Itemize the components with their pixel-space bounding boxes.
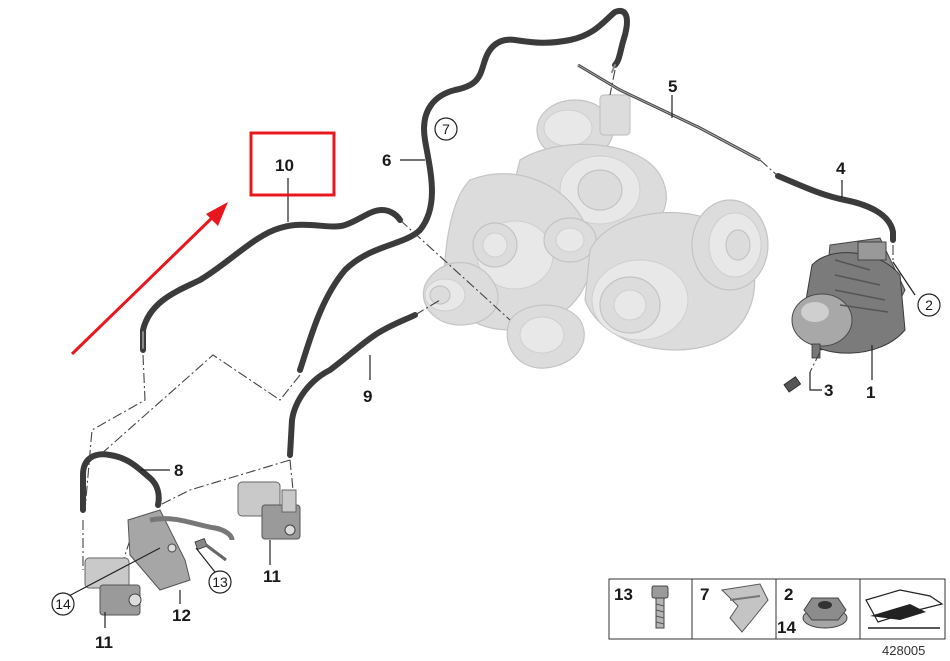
- callout-2: 2: [925, 297, 933, 313]
- callout-11-left: 11: [95, 633, 113, 652]
- callout-2-circle: 2: [917, 293, 941, 317]
- hose-8: [80, 451, 162, 513]
- bolt-icon: [651, 585, 669, 629]
- callout-12: 12: [172, 606, 191, 625]
- callout-7-circle: 7: [434, 117, 458, 141]
- legend-label-14: 14: [777, 618, 796, 637]
- bolt-13: [194, 538, 227, 562]
- callout-4: 4: [836, 159, 846, 178]
- callout-7: 7: [442, 121, 450, 137]
- callout-8: 8: [174, 461, 183, 480]
- hardware-legend: 13 7 2 14: [608, 578, 946, 640]
- routing-lines: [82, 69, 894, 571]
- solenoid-valve-right: [237, 481, 301, 540]
- callout-1: 1: [866, 383, 875, 402]
- leader-lines: [64, 95, 916, 628]
- callout-9: 9: [363, 387, 372, 406]
- nut-icon: [802, 597, 848, 629]
- direction-icon: [865, 589, 944, 629]
- legend-label-13: 13: [614, 585, 633, 604]
- callout-3: 3: [824, 381, 833, 400]
- hose-4: [775, 173, 896, 243]
- solenoid-valve-left: [84, 557, 142, 616]
- hose-9: [287, 312, 418, 458]
- callout-10: 10: [275, 156, 294, 175]
- clip-icon: [720, 583, 769, 633]
- callout-5: 5: [668, 77, 677, 96]
- arrow-to-hose-10: [70, 202, 228, 356]
- callout-13: 13: [212, 574, 228, 590]
- highlight-box: [249, 131, 336, 197]
- plug-part-3: [783, 376, 802, 393]
- turbocharger-ghost: [422, 94, 769, 369]
- callout-14-circle: 14: [51, 592, 75, 616]
- bracket-12: [127, 509, 235, 591]
- hose-10: [140, 207, 403, 353]
- callout-6: 6: [382, 151, 391, 170]
- figure-id: 428005: [882, 643, 925, 658]
- hose-6: [297, 8, 630, 373]
- callout-11-right: 11: [263, 567, 281, 586]
- vacuum-reservoir: [791, 237, 906, 359]
- legend-label-7: 7: [700, 585, 709, 604]
- legend-label-2: 2: [784, 585, 793, 604]
- callout-13-circle: 13: [208, 570, 232, 594]
- callout-14: 14: [55, 596, 71, 612]
